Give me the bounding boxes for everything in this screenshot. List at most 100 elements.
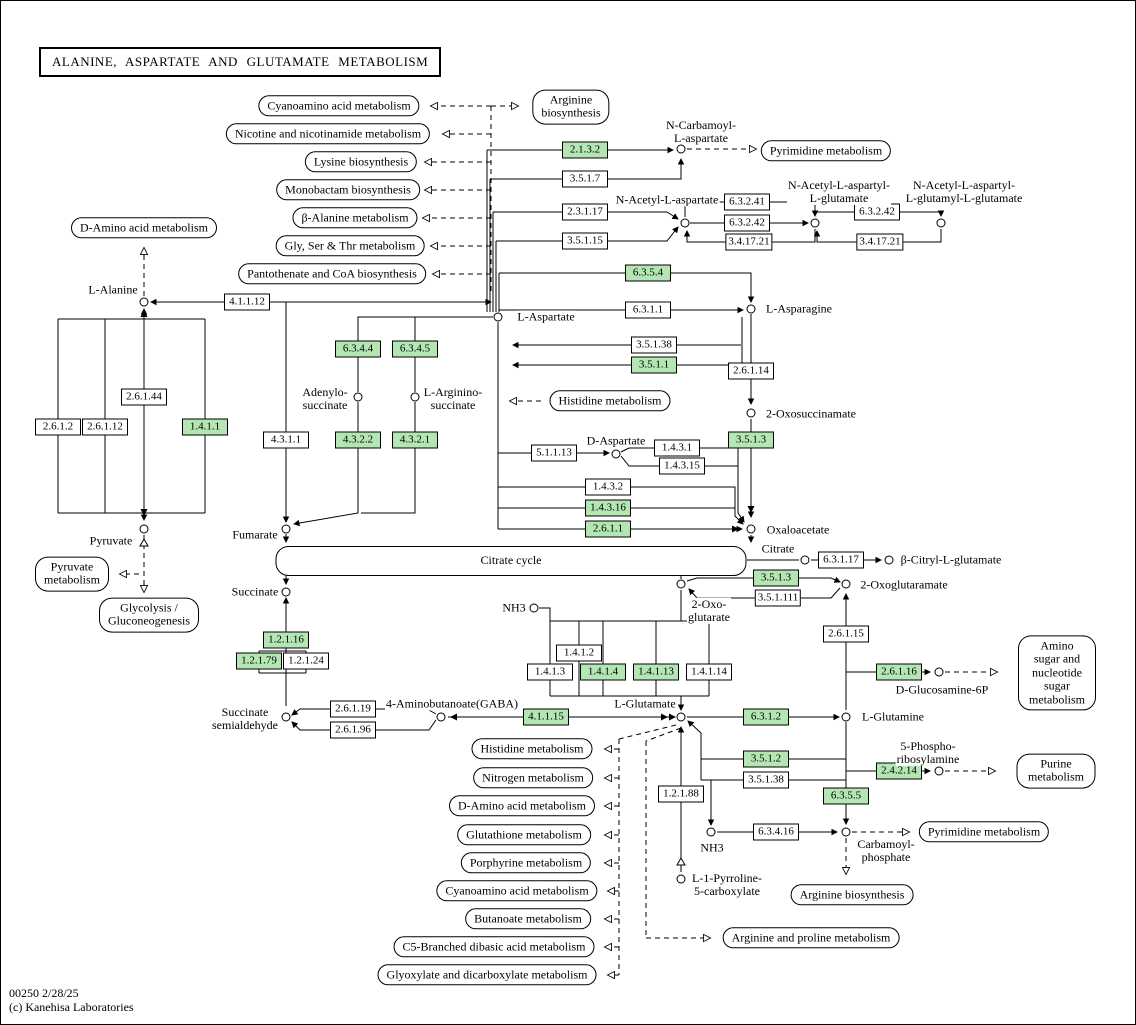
pathway-box-purine-metabolism[interactable]: Purine metabolism (1016, 753, 1096, 789)
pathway-box-lysine-biosynthesis[interactable]: Lysine biosynthesis (304, 151, 418, 173)
enzyme-box-3.5.1.38[interactable]: 3.5.1.38 (743, 771, 789, 789)
enzyme-box-6.3.2.41[interactable]: 6.3.2.41 (724, 193, 770, 211)
enzyme-box-1.2.1.79-highlighted[interactable]: 1.2.1.79 (236, 652, 282, 670)
enzyme-box-1.4.3.16-highlighted[interactable]: 1.4.3.16 (585, 499, 631, 517)
pathway-box-arginine-and-proline-metabolism[interactable]: Arginine and proline metabolism (722, 927, 900, 949)
enzyme-box-2.6.1.15[interactable]: 2.6.1.15 (823, 625, 869, 643)
enzyme-box-2.6.1.2[interactable]: 2.6.1.2 (35, 418, 81, 436)
compound-l-glutamine-node[interactable] (841, 712, 851, 722)
pathway-box-nicotine-and-nicotinamide-metabolism[interactable]: Nicotine and nicotinamide metabolism (225, 123, 431, 145)
enzyme-box-1.2.1.24[interactable]: 1.2.1.24 (283, 652, 329, 670)
compound-5-phospho-ribosylamine-node[interactable] (934, 766, 944, 776)
enzyme-box-1.4.1.13-highlighted[interactable]: 1.4.1.13 (633, 663, 679, 681)
compound-succinate-semialdehyde-node[interactable] (281, 712, 291, 722)
pathway-box-glycolysis-gluconeogenesis[interactable]: Glycolysis / Gluconeogenesis (99, 597, 199, 633)
compound-succinate-node[interactable] (281, 587, 291, 597)
enzyme-box-3.5.1.1-highlighted[interactable]: 3.5.1.1 (631, 356, 677, 374)
compound-adenylo-succinate-node[interactable] (353, 392, 363, 402)
enzyme-box-3.5.1.2-highlighted[interactable]: 3.5.1.2 (743, 750, 789, 768)
compound-n-acetyl-l-aspartyl-l-glutamate-node[interactable] (810, 218, 820, 228)
compound-l-alanine-node[interactable] (139, 297, 149, 307)
enzyme-box-1.4.1.4-highlighted[interactable]: 1.4.1.4 (580, 663, 626, 681)
enzyme-box-1.4.3.1[interactable]: 1.4.3.1 (654, 439, 700, 457)
enzyme-box-6.3.1.2-highlighted[interactable]: 6.3.1.2 (743, 708, 789, 726)
enzyme-box-4.3.2.2-highlighted[interactable]: 4.3.2.2 (335, 431, 381, 449)
compound-4-aminobutanoate-gaba-node[interactable] (436, 712, 446, 722)
compound-l-arginino-succinate-node[interactable] (410, 392, 420, 402)
pathway-box-cyanoamino-acid-metabolism[interactable]: Cyanoamino acid metabolism (258, 95, 420, 117)
enzyme-box-2.6.1.19[interactable]: 2.6.1.19 (330, 700, 376, 718)
enzyme-box-2.6.1.16-highlighted[interactable]: 2.6.1.16 (876, 663, 922, 681)
enzyme-box-4.1.1.12[interactable]: 4.1.1.12 (224, 293, 270, 311)
compound-d-aspartate-node[interactable] (611, 449, 621, 459)
pathway-box-arginine-biosynthesis[interactable]: Arginine biosynthesis (790, 884, 914, 906)
compound-d-glucosamine-6p-node[interactable] (934, 667, 944, 677)
enzyme-box-2.6.1.44[interactable]: 2.6.1.44 (121, 388, 167, 406)
enzyme-box-6.3.1.1[interactable]: 6.3.1.1 (625, 301, 671, 319)
enzyme-box-6.3.2.42[interactable]: 6.3.2.42 (724, 214, 770, 232)
pathway-box-arginine-biosynthesis[interactable]: Arginine biosynthesis (532, 89, 610, 125)
enzyme-box-4.1.1.15-highlighted[interactable]: 4.1.1.15 (523, 708, 569, 726)
pathway-box-pyrimidine-metabolism[interactable]: Pyrimidine metabolism (918, 821, 1050, 843)
compound-carbamoyl-phosphate-node[interactable] (841, 827, 851, 837)
pathway-box-butanoate-metabolism[interactable]: Butanoate metabolism (465, 908, 591, 930)
pathway-box-d-amino-acid-metabolism[interactable]: D-Amino acid metabolism (71, 217, 217, 239)
compound-n-carbamoyl-l-aspartate-node[interactable] (676, 144, 686, 154)
pathway-box-d-amino-acid-metabolism[interactable]: D-Amino acid metabolism (449, 795, 595, 817)
enzyme-box-6.3.1.17[interactable]: 6.3.1.17 (818, 551, 864, 569)
enzyme-box-6.3.2.42[interactable]: 6.3.2.42 (854, 203, 900, 221)
compound-2-oxoglutarate-node[interactable] (676, 579, 686, 589)
enzyme-box-5.1.1.13[interactable]: 5.1.1.13 (531, 444, 577, 462)
enzyme-box-3.5.1.7[interactable]: 3.5.1.7 (562, 170, 608, 188)
compound-2-oxosuccinamate-node[interactable] (746, 408, 756, 418)
pathway-box-nitrogen-metabolism[interactable]: Nitrogen metabolism (473, 767, 593, 789)
enzyme-box-1.4.1.14[interactable]: 1.4.1.14 (686, 663, 732, 681)
pathway-box-porphyrine-metabolism[interactable]: Porphyrine metabolism (460, 852, 592, 874)
enzyme-box-2.3.1.17[interactable]: 2.3.1.17 (562, 203, 608, 221)
compound-fumarate-node[interactable] (281, 524, 291, 534)
enzyme-box-3.5.1.3-highlighted[interactable]: 3.5.1.3 (753, 569, 799, 587)
enzyme-box-6.3.5.4-highlighted[interactable]: 6.3.5.4 (625, 264, 671, 282)
pathway-box-gly-ser-thr-metabolism[interactable]: Gly, Ser & Thr metabolism (275, 235, 425, 257)
compound-citrate-node[interactable] (800, 555, 810, 565)
enzyme-box-1.4.3.15[interactable]: 1.4.3.15 (659, 457, 705, 475)
compound-nh3-node[interactable] (529, 603, 539, 613)
enzyme-box-6.3.4.5-highlighted[interactable]: 6.3.4.5 (392, 340, 438, 358)
enzyme-box-3.4.17.21[interactable]: 3.4.17.21 (725, 233, 773, 251)
enzyme-box-3.5.1.3-highlighted[interactable]: 3.5.1.3 (728, 431, 774, 449)
enzyme-box-4.3.1.1[interactable]: 4.3.1.1 (263, 431, 309, 449)
enzyme-box-2.1.3.2-highlighted[interactable]: 2.1.3.2 (562, 141, 608, 159)
pathway-box-pantothenate-and-coa-biosynthesis[interactable]: Pantothenate and CoA biosynthesis (238, 263, 426, 285)
pathway-box-citrate-cycle[interactable]: Citrate cycle (275, 546, 747, 576)
enzyme-box-6.3.4.16[interactable]: 6.3.4.16 (753, 823, 799, 841)
compound-n-acetyl-l-aspartate-node[interactable] (680, 218, 690, 228)
compound-l-aspartate-node[interactable] (493, 312, 503, 322)
pathway-box-pyruvate-metabolism[interactable]: Pyruvate metabolism (35, 556, 109, 592)
pathway-box-histidine-metabolism[interactable]: Histidine metabolism (471, 738, 593, 760)
enzyme-box-3.5.1.38[interactable]: 3.5.1.38 (631, 336, 677, 354)
pathway-box-monobactam-biosynthesis[interactable]: Monobactam biosynthesis (276, 179, 420, 201)
compound-oxaloacetate-node[interactable] (746, 524, 756, 534)
enzyme-box-6.3.4.4-highlighted[interactable]: 6.3.4.4 (335, 340, 381, 358)
enzyme-box-2.6.1.1-highlighted[interactable]: 2.6.1.1 (585, 520, 631, 538)
enzyme-box-3.5.1.15[interactable]: 3.5.1.15 (562, 232, 608, 250)
enzyme-box-2.6.1.96[interactable]: 2.6.1.96 (330, 721, 376, 739)
enzyme-box-1.4.1.3[interactable]: 1.4.1.3 (527, 663, 573, 681)
pathway-box-glyoxylate-and-dicarboxylate-metabolism[interactable]: Glyoxylate and dicarboxylate metabolism (377, 964, 597, 986)
enzyme-box-3.4.17.21[interactable]: 3.4.17.21 (856, 233, 904, 251)
enzyme-box-1.4.1.1-highlighted[interactable]: 1.4.1.1 (182, 418, 228, 436)
pathway-box-cyanoamino-acid-metabolism[interactable]: Cyanoamino acid metabolism (436, 880, 598, 902)
compound-l-glutamate-node[interactable] (676, 712, 686, 722)
pathway-box-c5-branched-dibasic-acid-metabolism[interactable]: C5-Branched dibasic acid metabolism (393, 936, 595, 958)
enzyme-box-4.3.2.1-highlighted[interactable]: 4.3.2.1 (392, 431, 438, 449)
pathway-box-histidine-metabolism[interactable]: Histidine metabolism (549, 390, 671, 412)
compound-2-oxoglutaramate-node[interactable] (841, 579, 851, 589)
enzyme-box-1.4.1.2[interactable]: 1.4.1.2 (556, 644, 602, 662)
enzyme-box-3.5.1.111[interactable]: 3.5.1.111 (754, 589, 802, 607)
pathway-box-amino-sugar-and-nucleotide-sugar-metabolism[interactable]: Amino sugar and nucleotide sugar metabol… (1018, 635, 1096, 711)
pathway-box-alanine-metabolism[interactable]: β-Alanine metabolism (292, 207, 418, 229)
enzyme-box-2.6.1.14[interactable]: 2.6.1.14 (728, 362, 774, 380)
enzyme-box-2.6.1.12[interactable]: 2.6.1.12 (82, 418, 128, 436)
compound-pyruvate-node[interactable] (139, 524, 149, 534)
compound-nh3-node[interactable] (706, 827, 716, 837)
